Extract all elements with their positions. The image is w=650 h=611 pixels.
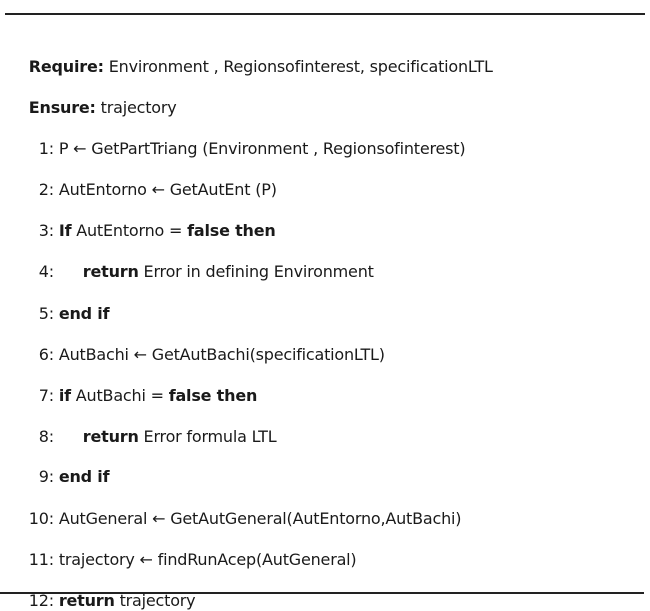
line-text: AutBachi = — [70, 386, 169, 405]
algorithm-line-12: 12: return trajectory — [19, 571, 196, 611]
return-keyword: return — [82, 262, 139, 281]
algorithm-line-11: 11: trajectory ← findRunAcep(AutGeneral) — [19, 530, 357, 570]
algorithm-line-8: 8: return Error formula LTL — [29, 407, 277, 447]
algorithm-line-10: 10: AutGeneral ← GetAutGeneral(AutEntorn… — [19, 489, 462, 529]
line-number: 4: — [38, 262, 54, 281]
bottom-rule — [0, 592, 644, 594]
line-number: 1: — [38, 139, 54, 158]
if-keyword: if — [58, 386, 71, 405]
ensure-text: trajectory — [95, 98, 177, 117]
require-text: Environment , Regionsofinterest, specifi… — [103, 57, 493, 76]
top-rule — [5, 13, 645, 15]
algorithm-line-9: 9: end if — [29, 447, 110, 487]
line-number: 11: — [28, 550, 54, 569]
line-number: 7: — [38, 386, 54, 405]
algorithm-line-3: 3: If AutEntorno = false then — [29, 201, 276, 241]
line-number: 8: — [38, 427, 54, 446]
if-keyword: If — [58, 221, 72, 240]
line-number: 10: — [28, 509, 54, 528]
ensure-line: Ensure: trajectory — [19, 78, 177, 118]
end-if-keyword: end if — [58, 304, 110, 323]
algorithm-line-2: 2: AutEntorno ← GetAutEnt (P) — [29, 160, 277, 200]
algorithm-line-6: 6: AutBachi ← GetAutBachi(specificationL… — [29, 325, 385, 365]
line-number: 6: — [38, 345, 54, 364]
return-keyword: return — [82, 427, 139, 446]
line-number: 3: — [38, 221, 54, 240]
algorithm-line-1: 1: P ← GetPartTriang (Environment , Regi… — [29, 119, 466, 159]
line-text: P ← GetPartTriang (Environment , Regions… — [53, 139, 466, 158]
algorithm-line-7: 7: if AutBachi = false then — [29, 366, 258, 406]
line-text: AutEntorno ← GetAutEnt (P) — [53, 180, 277, 199]
line-number: 9: — [38, 467, 54, 486]
line-text: AutBachi ← GetAutBachi(specificationLTL) — [53, 345, 385, 364]
line-text: Error formula LTL — [138, 427, 277, 446]
line-text: trajectory ← findRunAcep(AutGeneral) — [53, 550, 357, 569]
require-keyword: Require: — [28, 57, 104, 76]
algorithm-line-5: 5: end if — [29, 284, 110, 324]
ensure-keyword: Ensure: — [28, 98, 96, 117]
line-text: AutGeneral ← GetAutGeneral(AutEntorno,Au… — [53, 509, 462, 528]
false-then-keyword: false then — [187, 221, 276, 240]
require-line: Require: Environment , Regionsofinterest… — [19, 37, 493, 77]
line-text: AutEntorno = — [71, 221, 188, 240]
line-number: 5: — [38, 304, 54, 323]
end-if-keyword: end if — [58, 467, 110, 486]
algorithm-line-4: 4: return Error in defining Environment — [29, 242, 374, 282]
false-then-keyword: false then — [168, 386, 258, 405]
line-number: 2: — [38, 180, 54, 199]
line-text: Error in defining Environment — [138, 262, 374, 281]
line-number: 12: — [28, 591, 54, 610]
